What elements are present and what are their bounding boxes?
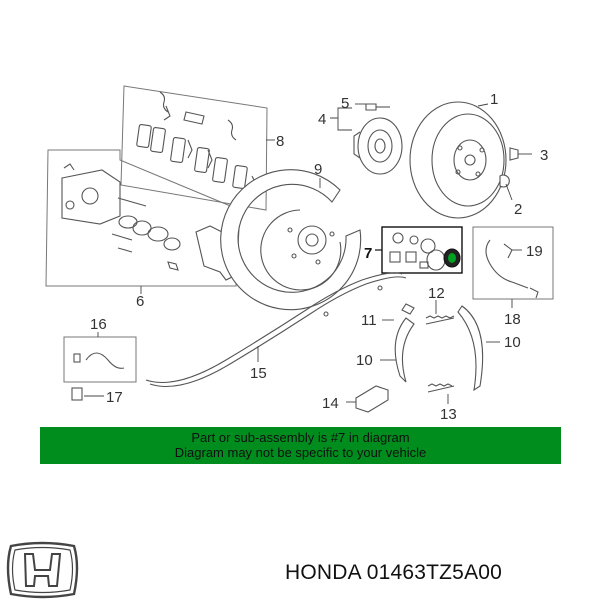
part-number-label: HONDA 01463TZ5A00 xyxy=(285,561,502,585)
callout-13: 13 xyxy=(440,406,457,420)
parts-diagram: 1 2 3 4 5 6 7 8 9 10 10 11 12 13 14 15 1… xyxy=(45,85,554,420)
callout-11: 11 xyxy=(361,312,377,329)
honda-h-logo-icon xyxy=(6,541,79,599)
adjuster-plate xyxy=(346,385,389,413)
brand-name: HONDA xyxy=(285,561,361,584)
caliper-assembly xyxy=(45,149,241,294)
callout-4: 4 xyxy=(318,111,326,128)
callout-8: 8 xyxy=(276,133,284,150)
hub-assembly xyxy=(330,103,403,175)
callout-10-left: 10 xyxy=(356,352,373,369)
wheel-speed-sensor xyxy=(472,226,554,308)
sensor-harness xyxy=(63,332,137,401)
callout-18: 18 xyxy=(504,311,521,328)
caliper-seal-kit xyxy=(375,226,463,274)
callout-9: 9 xyxy=(314,161,322,178)
parking-brake-shoes xyxy=(380,303,500,392)
shoe-springs xyxy=(425,300,455,404)
banner-line-2: Diagram may not be specific to your vehi… xyxy=(174,445,427,460)
callout-16: 16 xyxy=(90,316,107,333)
info-banner: Part or sub-assembly is #7 in diagram Di… xyxy=(40,427,561,464)
brake-pad-set xyxy=(120,85,275,211)
callout-6: 6 xyxy=(136,293,144,310)
banner-line-1: Part or sub-assembly is #7 in diagram xyxy=(191,430,410,445)
callout-5: 5 xyxy=(341,95,349,112)
parking-cable xyxy=(145,272,407,387)
callout-7: 7 xyxy=(364,245,372,262)
callout-1: 1 xyxy=(490,91,498,108)
callout-12: 12 xyxy=(428,285,445,302)
callout-14: 14 xyxy=(322,395,339,412)
callout-3: 3 xyxy=(540,147,548,164)
brake-disc xyxy=(409,101,532,219)
callout-15: 15 xyxy=(250,365,267,382)
backing-plate xyxy=(220,169,362,311)
callout-10-right: 10 xyxy=(504,334,521,351)
part-number: 01463TZ5A00 xyxy=(366,561,503,584)
callout-2: 2 xyxy=(514,201,522,218)
callout-numbers: 1 2 3 4 5 6 7 8 9 10 10 11 12 13 14 15 1… xyxy=(90,91,548,420)
callout-17: 17 xyxy=(106,389,123,406)
callout-19: 19 xyxy=(526,243,543,260)
